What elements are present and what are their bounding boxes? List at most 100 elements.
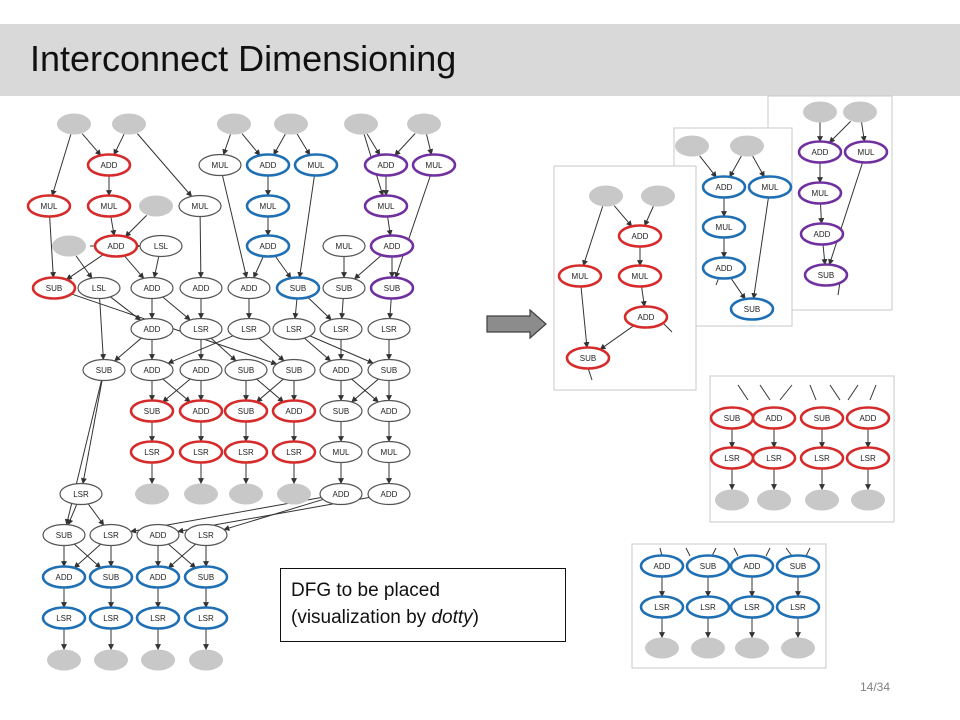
node-lsr: LSR — [775, 595, 821, 619]
node-add: ADD — [701, 175, 747, 199]
node-terminal — [843, 101, 877, 123]
node-label: MUL — [308, 161, 325, 170]
node-lsr: LSR — [271, 440, 317, 464]
node-label: ADD — [766, 414, 783, 423]
node-add: ADD — [617, 224, 663, 248]
node-label: SUB — [790, 562, 806, 571]
node-terminal — [141, 649, 175, 671]
node-shape — [93, 234, 139, 258]
node-sub: SUB — [319, 399, 363, 423]
stub-edge — [785, 547, 793, 557]
node-shape — [41, 565, 87, 589]
node-add: ADD — [227, 276, 271, 300]
node-shape — [639, 554, 685, 578]
stub-edge — [829, 384, 841, 401]
node-shape — [411, 153, 457, 177]
node-label: LSR — [333, 325, 349, 334]
node-shape — [685, 554, 731, 578]
stub-edge — [869, 384, 877, 401]
node-shape — [757, 489, 791, 511]
node-label: LSR — [144, 448, 160, 457]
node-lsr: LSR — [41, 606, 87, 630]
node-label: MUL — [381, 448, 398, 457]
node-sub: SUB — [367, 358, 411, 382]
dfg-edge — [73, 543, 102, 569]
node-lsr: LSR — [272, 317, 316, 341]
node-shape — [129, 440, 175, 464]
dfg-edge — [110, 216, 117, 237]
node-shape — [557, 264, 603, 288]
node-label: ADD — [716, 264, 733, 273]
dfg-edge — [394, 175, 431, 279]
node-shape — [322, 234, 366, 258]
node-mul: MUL — [198, 153, 242, 177]
node-terminal — [52, 235, 86, 257]
panel-red-edge — [644, 206, 654, 227]
node-sub: SUB — [729, 297, 775, 321]
node-sub: SUB — [272, 358, 316, 382]
node-shape — [57, 113, 91, 135]
node-label: MUL — [632, 272, 649, 281]
node-terminal — [641, 185, 675, 207]
node-add: ADD — [245, 153, 291, 177]
caption-line-1: DFG to be placed — [291, 580, 440, 601]
node-label: MUL — [378, 202, 395, 211]
node-label: ADD — [260, 242, 277, 251]
node-lsr: LSR — [367, 317, 411, 341]
node-add: ADD — [639, 554, 685, 578]
node-shape — [277, 483, 311, 505]
node-mul: MUL — [747, 175, 793, 199]
node-shape — [139, 234, 183, 258]
node-terminal — [189, 649, 223, 671]
stub-edge — [737, 384, 749, 401]
node-sub: SUB — [82, 358, 126, 382]
node-lsr: LSR — [729, 595, 775, 619]
node-label: MUL — [812, 189, 829, 198]
dfg-edge — [113, 133, 125, 156]
node-lsr: LSR — [751, 446, 797, 470]
node-shape — [319, 482, 363, 506]
dfg-edge — [167, 335, 234, 364]
node-shape — [319, 440, 363, 464]
node-lsr: LSR — [183, 606, 229, 630]
dfg-edge — [258, 337, 285, 362]
node-label: MUL — [426, 161, 443, 170]
node-shape — [271, 399, 317, 423]
panel-blue-edge — [699, 155, 717, 178]
node-terminal — [691, 637, 725, 659]
node-label: SUB — [286, 366, 302, 375]
node-terminal — [735, 637, 769, 659]
node-add: ADD — [701, 256, 747, 280]
node-label: ADD — [814, 230, 831, 239]
caption-line-2: (visualization by dotty) — [291, 604, 555, 631]
node-shape — [178, 194, 222, 218]
node-label: ADD — [378, 161, 395, 170]
node-shape — [799, 222, 845, 246]
node-shape — [675, 135, 709, 157]
node-shape — [112, 113, 146, 135]
node-shape — [645, 637, 679, 659]
node-label: ADD — [384, 242, 401, 251]
node-shape — [639, 595, 685, 619]
node-shape — [217, 113, 251, 135]
node-sub: SUB — [709, 406, 755, 430]
node-label: SUB — [238, 407, 254, 416]
node-label: SUB — [336, 284, 352, 293]
node-label: LSR — [286, 325, 302, 334]
caption-suffix: ) — [472, 607, 479, 628]
node-shape — [135, 606, 181, 630]
dfg-edge — [296, 133, 311, 156]
node-shape — [141, 649, 175, 671]
node-shape — [293, 153, 339, 177]
node-label: LSR — [193, 448, 209, 457]
stub-edge — [805, 547, 811, 557]
node-shape — [223, 399, 269, 423]
node-shape — [136, 523, 180, 547]
node-terminal — [94, 649, 128, 671]
dfg-edge — [124, 215, 147, 238]
node-label: ADD — [193, 407, 210, 416]
node-label: ADD — [860, 414, 877, 423]
node-add: ADD — [130, 276, 174, 300]
node-mul: MUL — [557, 264, 603, 288]
